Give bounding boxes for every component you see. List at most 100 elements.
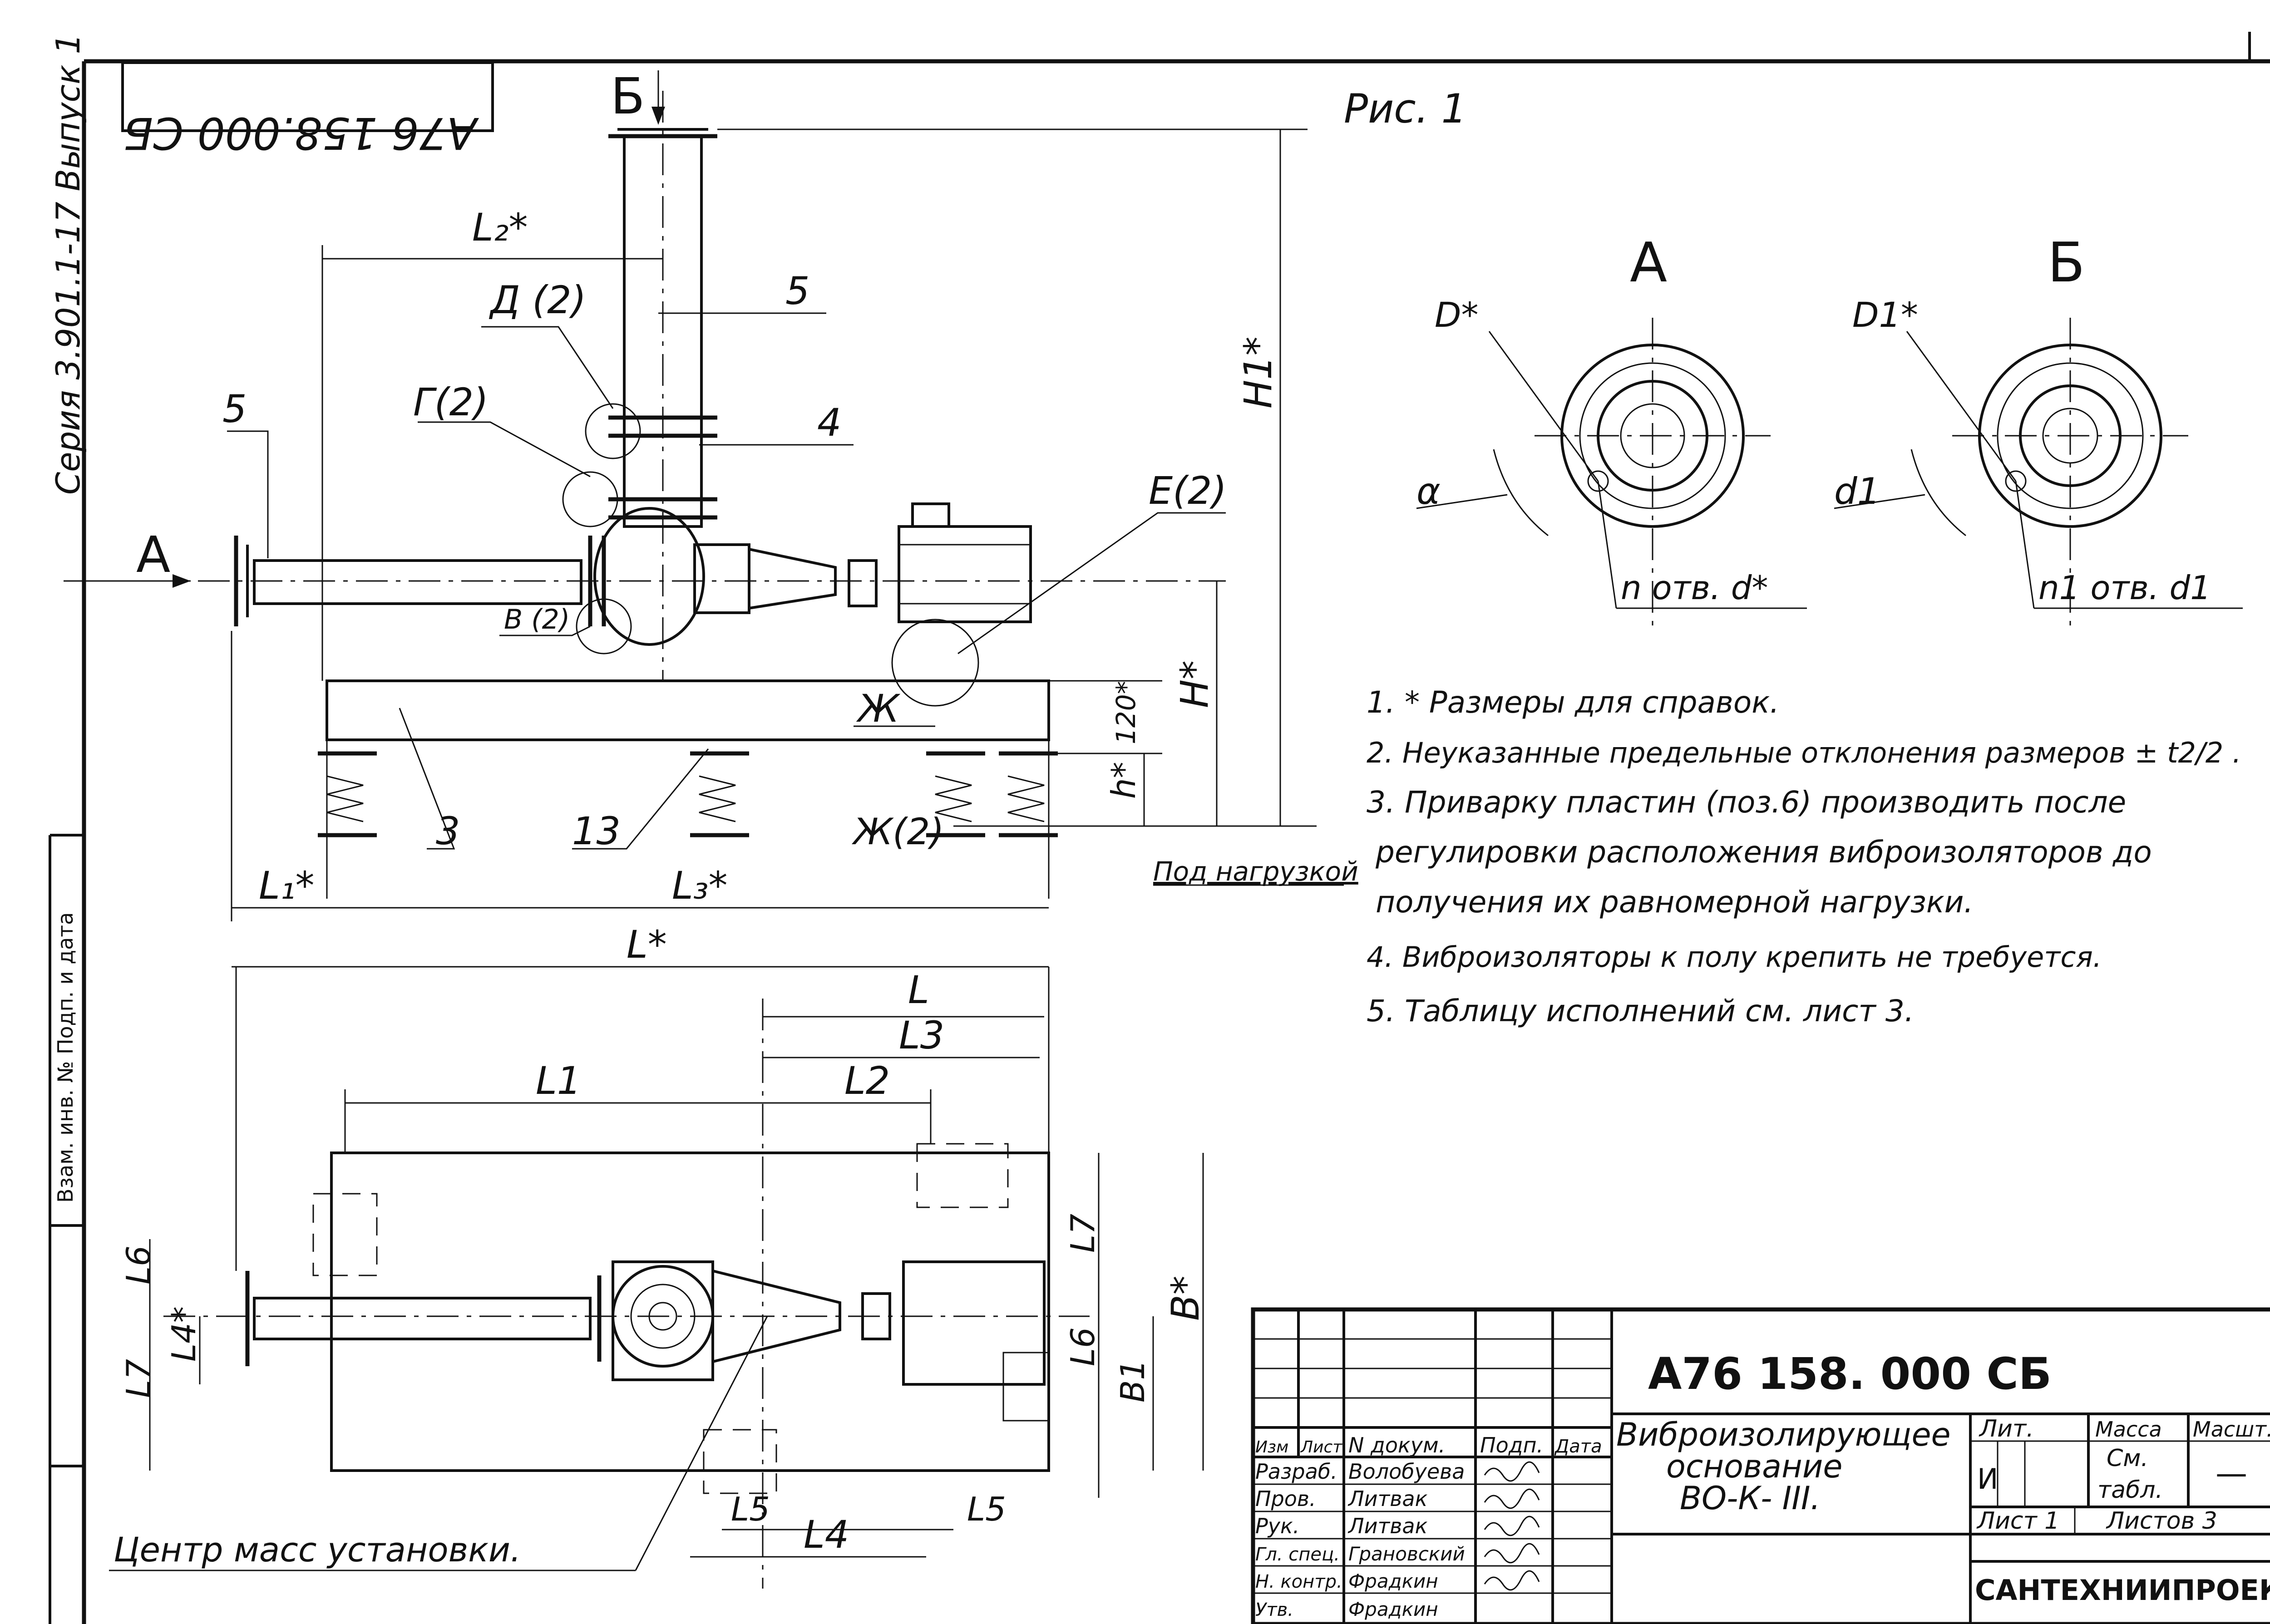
tb-organization: САНТЕХНИИПРОЕКТ xyxy=(1975,1574,2270,1607)
series-label: Серия 3.901.1-17 Выпуск 1 xyxy=(49,34,87,495)
tb-header-izm: Изм xyxy=(1255,1438,1288,1457)
note-1: 1. * Размеры для справок. xyxy=(1367,685,1779,720)
dim-L3: L3 xyxy=(899,1013,944,1058)
dim-L1-star: L₁* xyxy=(259,863,314,908)
dim-H-star: H* xyxy=(1172,660,1217,708)
tb-scale-label: Масшт. xyxy=(2193,1417,2270,1442)
tb-lit-label: Лит. xyxy=(1979,1415,2034,1442)
dim-h-star: h* xyxy=(1105,762,1143,799)
title-name-line2: основание xyxy=(1666,1448,1842,1485)
dim-L5-left: L5 xyxy=(731,1490,770,1528)
callout-5-left: 5 xyxy=(222,387,247,431)
arrow-b-label: Б xyxy=(611,67,645,125)
side-strip-text: Взам. инв. № Подп. и дата xyxy=(53,912,78,1203)
dim-120-star: 120* xyxy=(1110,681,1141,744)
dim-L7-left: L7 xyxy=(119,1359,158,1398)
center-mass-label: Центр масс установки. xyxy=(114,1530,521,1570)
dim-L2: L2 xyxy=(844,1058,890,1103)
dim-D1-star: D1* xyxy=(1852,295,1918,335)
signatures xyxy=(1484,1461,1540,1591)
tb-sheet-label: Лист 1 xyxy=(1976,1507,2059,1535)
tb-sheets-label: Листов 3 xyxy=(2106,1507,2217,1535)
callout-zh: Ж xyxy=(856,686,901,731)
tb-name-3: Литвак xyxy=(1347,1514,1428,1538)
callout-4: 4 xyxy=(817,400,841,445)
note-4: 4. Виброизоляторы к полу крепить не треб… xyxy=(1367,940,2102,974)
note-3-cont-2: получения их равномерной нагрузки. xyxy=(1376,885,1974,920)
tb-role-3: Рук. xyxy=(1255,1514,1299,1538)
tb-role-1: Разраб. xyxy=(1255,1459,1337,1484)
view-a-label: А xyxy=(1630,231,1667,295)
dim-L3-star: L₃* xyxy=(672,863,727,908)
dim-B1: B1 xyxy=(1114,1359,1152,1403)
tb-role-4: Гл. спец. xyxy=(1255,1544,1340,1565)
tb-mass-label: Масса xyxy=(2095,1417,2162,1442)
tb-role-2: Пров. xyxy=(1255,1486,1316,1511)
plan-view xyxy=(109,967,1204,1589)
designation-rotated-text: А76 158.000 СБ xyxy=(123,108,479,158)
callout-g2: Г(2) xyxy=(413,380,489,424)
tb-role-5: Н. контр. xyxy=(1255,1571,1342,1592)
holes-a-label: n отв. d* xyxy=(1621,569,1768,607)
title-block xyxy=(1251,1307,2270,1624)
callout-13: 13 xyxy=(572,809,621,853)
title-block-code: А76 158. 000 СБ xyxy=(1648,1348,2052,1399)
tb-header-list: Лист xyxy=(1300,1438,1342,1457)
dim-L6-right: L6 xyxy=(1064,1327,1102,1366)
tb-name-6: Фрадкин xyxy=(1348,1598,1438,1620)
tb-scale-value: — xyxy=(2216,1455,2247,1492)
holes-b-label: n1 отв. d1 xyxy=(2038,569,2211,607)
callout-d2: Д (2) xyxy=(489,278,586,322)
dim-D-star: D* xyxy=(1435,295,1479,335)
tb-name-2: Литвак xyxy=(1347,1486,1428,1511)
dim-L4: L4 xyxy=(804,1512,849,1557)
isolator-4 xyxy=(999,751,1058,837)
dim-L5-right: L5 xyxy=(967,1490,1006,1528)
under-load-label: Под нагрузкой xyxy=(1153,856,1358,887)
dim-H1-star: H1* xyxy=(1236,336,1280,408)
note-2: 2. Неуказанные предельные отклонения раз… xyxy=(1367,736,2241,769)
tb-header-sign: Подп. xyxy=(1480,1433,1543,1457)
tb-header-date: Дата xyxy=(1554,1436,1602,1457)
tb-mass-value-1: См. xyxy=(2107,1445,2148,1472)
callout-5-top: 5 xyxy=(785,269,809,313)
note-3: 3. Приварку пластин (поз.6) производить … xyxy=(1367,785,2126,820)
notes: 1. * Размеры для справок. 2. Неуказанные… xyxy=(1367,685,2241,1029)
dim-L2-star: L₂* xyxy=(472,205,528,250)
callout-v2: В (2) xyxy=(504,604,570,635)
title-name-line3: ВО-К- III. xyxy=(1680,1480,1821,1517)
dim-d1-angle: d1 xyxy=(1834,470,1880,512)
front-view xyxy=(64,70,1344,968)
dim-B-star: B* xyxy=(1163,1275,1208,1321)
left-binding-strip: Взам. инв. № Подп. и дата xyxy=(49,834,84,1624)
tb-role-6: Утв. xyxy=(1255,1599,1293,1620)
tb-name-1: Волобуева xyxy=(1348,1459,1465,1484)
arrow-a-label: А xyxy=(136,526,170,584)
tb-header-doc: N докум. xyxy=(1348,1433,1445,1457)
dim-L: L xyxy=(908,968,929,1012)
tb-mass-value-2: табл. xyxy=(2097,1476,2163,1504)
dim-L7-right: L7 xyxy=(1064,1214,1102,1253)
view-b-label: Б xyxy=(2048,231,2085,295)
dim-alpha: α xyxy=(1416,470,1441,512)
dim-L-star: L* xyxy=(627,922,667,967)
figure-title: Рис. 1 xyxy=(1344,85,1467,132)
title-name-line1: Виброизолирующее xyxy=(1616,1416,1951,1453)
callout-e2: Е(2) xyxy=(1149,468,1227,513)
tb-lit-value: И xyxy=(1977,1462,1998,1496)
callout-zh2: Ж(2) xyxy=(851,811,944,853)
isolator-3 xyxy=(926,751,985,837)
view-b xyxy=(1834,318,2243,626)
isolator-2 xyxy=(690,751,749,837)
tb-name-5: Фрадкин xyxy=(1348,1570,1438,1592)
dim-L1: L1 xyxy=(536,1058,581,1103)
dim-L4-star: L4* xyxy=(165,1306,203,1362)
designation-stamp-rotated: А76 158.000 СБ xyxy=(121,61,494,158)
view-a xyxy=(1416,318,1807,626)
callout-3: 3 xyxy=(436,809,460,853)
note-3-cont-1: регулировки расположения виброизоляторов… xyxy=(1375,835,2152,870)
note-5: 5. Таблицу исполнений см. лист 3. xyxy=(1367,994,1914,1029)
isolator-1 xyxy=(318,751,377,837)
dim-L6-left: L6 xyxy=(119,1245,158,1284)
